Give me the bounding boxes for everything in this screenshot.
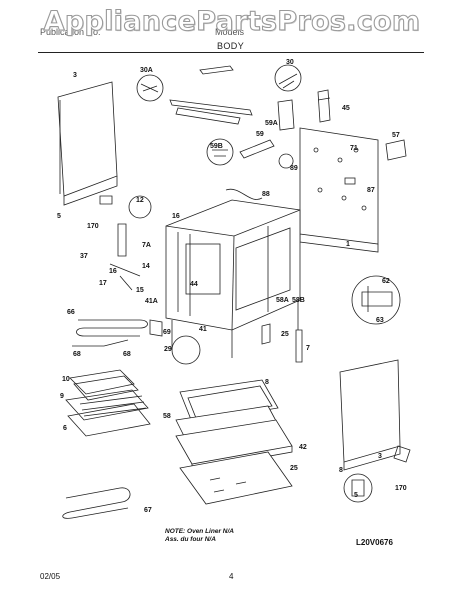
label-45: 45 <box>342 105 350 112</box>
page-number: 4 <box>229 572 234 581</box>
models-label: Models <box>215 27 245 37</box>
label-6: 6 <box>63 425 67 432</box>
oven-body-frame <box>165 199 301 358</box>
label-30a: 30A <box>140 67 153 74</box>
label-63: 63 <box>376 317 384 324</box>
label-10: 10 <box>62 376 70 383</box>
bracket-45 <box>317 89 331 123</box>
label-59: 59 <box>256 131 264 138</box>
label-3b: 3 <box>378 453 382 460</box>
label-9: 9 <box>60 393 64 400</box>
header-rule <box>38 52 424 53</box>
label-87: 87 <box>367 187 375 194</box>
bake-element <box>72 319 148 347</box>
label-88: 88 <box>262 191 270 198</box>
label-170: 170 <box>87 223 99 230</box>
footer-date: 02/05 <box>40 572 61 581</box>
hinge-25 <box>261 323 271 345</box>
note-line-1: NOTE: Oven Liner N/A <box>165 528 234 535</box>
switch-59b <box>206 138 234 166</box>
spring-41 <box>149 319 163 337</box>
label-8b: 8 <box>339 467 343 474</box>
callout-circle-62 <box>351 275 401 325</box>
label-16b: 16 <box>109 268 117 275</box>
label-58a: 58A <box>276 297 289 304</box>
figure-reference: L20V0676 <box>356 538 393 547</box>
oven-liner-note: NOTE: Oven Liner N/A Ass. du four N/A <box>165 528 234 544</box>
label-37: 37 <box>80 253 88 260</box>
label-15: 15 <box>136 287 144 294</box>
label-71: 71 <box>350 145 358 152</box>
label-25: 25 <box>290 465 298 472</box>
broil-pan-racks <box>65 369 151 437</box>
label-16: 16 <box>172 213 180 220</box>
label-170b: 170 <box>395 485 407 492</box>
label-41: 41 <box>199 326 207 333</box>
callout-circle-5 <box>343 473 373 503</box>
motor-89 <box>278 153 294 169</box>
label-44: 44 <box>190 281 198 288</box>
label-68b: 68 <box>123 351 131 358</box>
hinge-7 <box>295 329 303 363</box>
label-14: 14 <box>142 263 150 270</box>
label-69: 69 <box>163 329 171 336</box>
label-30: 30 <box>286 59 294 66</box>
label-tag-57 <box>385 139 407 161</box>
label-5: 5 <box>57 213 61 220</box>
label-17: 17 <box>99 280 107 287</box>
label-29: 29 <box>164 346 172 353</box>
wire-assembly-16 <box>109 263 141 291</box>
label-66: 66 <box>67 309 75 316</box>
note-line-2: Ass. du four N/A <box>165 536 216 543</box>
label-41a: 41A <box>145 298 158 305</box>
section-title: BODY <box>217 41 245 51</box>
label-3: 3 <box>73 72 77 79</box>
label-67: 67 <box>144 507 152 514</box>
bracket-callout-30 <box>274 64 302 92</box>
side-panel-left <box>57 81 118 206</box>
label-5b: 5 <box>354 492 358 499</box>
callout-circle-29 <box>171 335 201 365</box>
publication-label: Publication No. <box>40 27 101 37</box>
wire-harness-88 <box>225 188 263 200</box>
bracket-7a <box>117 223 127 257</box>
label-1: 1 <box>346 241 350 248</box>
lower-element-67 <box>62 487 131 519</box>
label-57: 57 <box>392 132 400 139</box>
label-7: 7 <box>306 345 310 352</box>
side-panel-right <box>339 359 401 471</box>
strip-59a <box>277 99 295 131</box>
label-59b: 59B <box>210 143 223 150</box>
foot-170 <box>393 445 411 463</box>
label-42: 42 <box>299 444 307 451</box>
label-89: 89 <box>290 165 298 172</box>
label-25a: 25 <box>281 331 289 338</box>
label-62: 62 <box>382 278 390 285</box>
label-68: 68 <box>73 351 81 358</box>
label-58: 58 <box>163 413 171 420</box>
label-8: 8 <box>265 379 269 386</box>
vent-ducts <box>136 65 253 125</box>
storage-drawer <box>175 379 293 505</box>
label-58b: 58B <box>292 297 305 304</box>
leveler-170 <box>99 195 113 205</box>
label-7a: 7A <box>142 242 151 249</box>
label-12: 12 <box>136 197 144 204</box>
label-59a: 59A <box>265 120 278 127</box>
callout-labels: 3 30A 30 45 59A 59 57 71 59B 89 87 88 5 … <box>57 59 407 514</box>
strip-59 <box>239 139 275 159</box>
callout-circle-12 <box>128 195 152 219</box>
